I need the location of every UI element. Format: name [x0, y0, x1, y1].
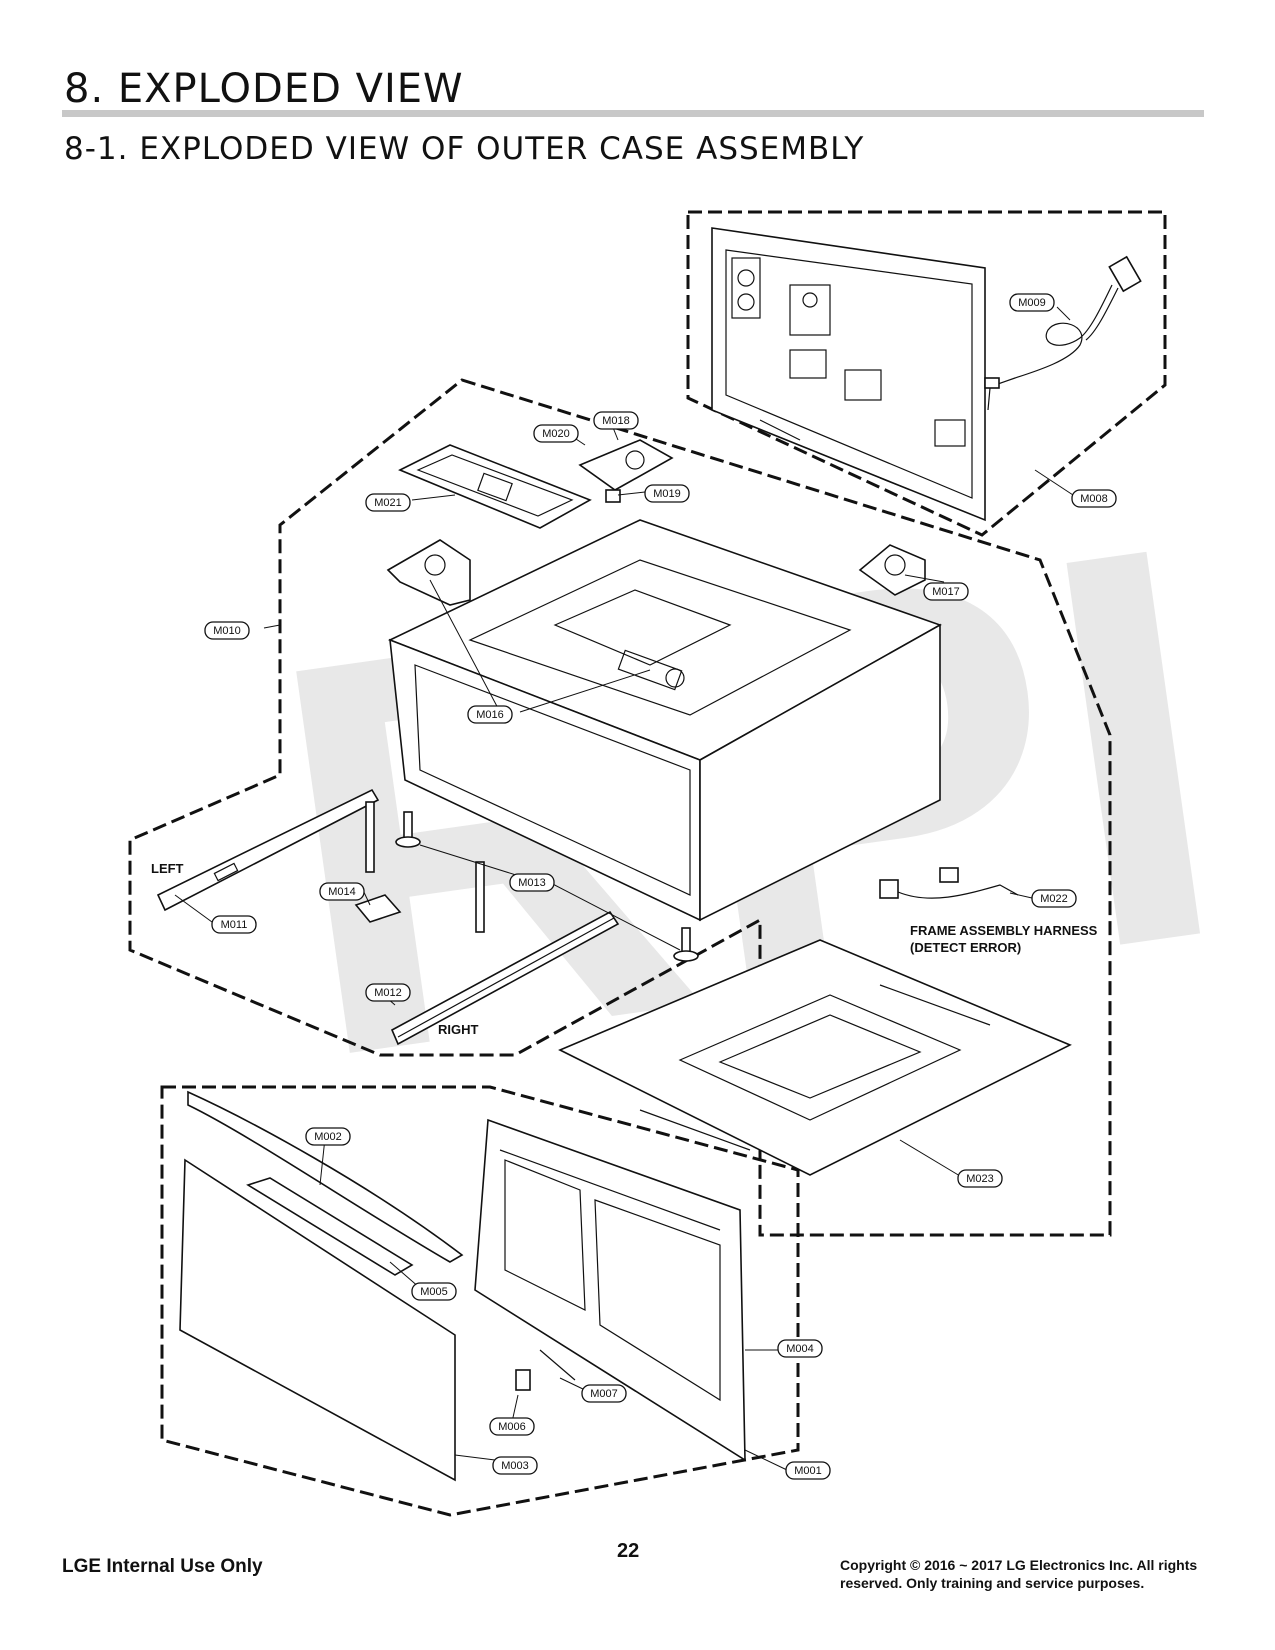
svg-text:M014: M014 [328, 886, 356, 898]
outer-case-part [387, 519, 942, 922]
svg-text:M008: M008 [1080, 493, 1108, 505]
callout-m021: M021 [365, 493, 411, 512]
svg-text:M019: M019 [653, 488, 681, 500]
callout-m002: M002 [305, 1127, 351, 1146]
svg-text:M006: M006 [498, 1421, 526, 1433]
svg-text:M016: M016 [476, 709, 504, 721]
svg-text:M021: M021 [374, 497, 402, 509]
callout-m008: M008 [1071, 489, 1117, 508]
svg-text:M022: M022 [1040, 893, 1068, 905]
svg-text:M020: M020 [542, 428, 570, 440]
small-parts [515, 1349, 576, 1391]
footer-internal-use: LGE Internal Use Only [62, 1556, 263, 1577]
callout-m023: M023 [957, 1169, 1003, 1188]
outer-case-group-boundary [128, 378, 1112, 1237]
page-number: 22 [617, 1540, 640, 1562]
callout-m018: M018 [593, 411, 639, 430]
bottom-plate-part [558, 939, 1072, 1176]
rear-cover-part [711, 227, 986, 522]
left-label: LEFT [151, 861, 184, 876]
bracket-left-part [386, 539, 471, 606]
front-panel-part [179, 1158, 456, 1482]
left-rail-part [156, 788, 380, 912]
svg-text:M001: M001 [794, 1465, 822, 1477]
inner-frame-part [474, 1118, 746, 1462]
panel-bracket-part [246, 1177, 414, 1276]
rear-cover-group-boundary [686, 210, 1167, 537]
callout-m014: M014 [319, 882, 365, 901]
svg-text:M012: M012 [374, 987, 402, 999]
harness-label-line1: FRAME ASSEMBLY HARNESS [910, 923, 1098, 938]
footer-copyright: Copyright © 2016 ~ 2017 LG Electronics I… [840, 1556, 1240, 1592]
svg-text:M007: M007 [590, 1388, 618, 1400]
top-grille-part [398, 444, 592, 529]
callout-m005: M005 [411, 1282, 457, 1301]
callout-m003: M003 [492, 1456, 538, 1475]
section-title: 8-1. EXPLODED VIEW OF OUTER CASE ASSEMBL… [64, 131, 865, 167]
right-rail-part [390, 910, 620, 1046]
callout-m004: M004 [777, 1339, 823, 1358]
handle-part [187, 1090, 464, 1263]
svg-text:M004: M004 [786, 1343, 814, 1355]
page-title: 8. EXPLODED VIEW [64, 66, 464, 112]
callout-m010: M010 [204, 621, 250, 640]
right-label: RIGHT [438, 1022, 479, 1037]
svg-text:M011: M011 [221, 919, 248, 931]
svg-text:M005: M005 [420, 1286, 448, 1298]
slide-bracket-parts [354, 801, 485, 933]
copyright-line-1: Copyright © 2016 ~ 2017 LG Electronics I… [840, 1557, 1198, 1573]
callout-m006: M006 [489, 1417, 535, 1436]
leveling-feet-parts [395, 811, 699, 962]
callout-m016: M016 [467, 705, 513, 724]
power-cord-part [984, 255, 1142, 411]
top-bracket-part [564, 432, 674, 503]
svg-text:M018: M018 [602, 415, 630, 427]
svg-text:M023: M023 [966, 1173, 994, 1185]
svg-text:M013: M013 [518, 877, 546, 889]
callout-m012: M012 [365, 983, 411, 1002]
callout-m022: M022 [1031, 889, 1077, 908]
svg-text:M009: M009 [1018, 297, 1046, 309]
harness-part [879, 867, 1019, 899]
svg-text:M003: M003 [501, 1460, 529, 1472]
front-panel-group-boundary [160, 1085, 800, 1517]
copyright-line-2: reserved. Only training and service purp… [840, 1575, 1145, 1591]
svg-text:M002: M002 [314, 1131, 342, 1143]
harness-label-line2: (DETECT ERROR) [910, 940, 1021, 955]
callout-m011: M011 [211, 915, 257, 934]
callout-m009: M009 [1009, 293, 1055, 312]
callout-m013: M013 [509, 873, 555, 892]
bracket-right-part [858, 544, 926, 596]
callout-m001: M001 [785, 1461, 831, 1480]
callout-m020: M020 [533, 424, 579, 443]
callout-m007: M007 [581, 1384, 627, 1403]
callout-m019: M019 [644, 484, 690, 503]
leader-lines [174, 306, 1074, 1471]
callout-m017: M017 [923, 582, 969, 601]
svg-text:M010: M010 [213, 625, 241, 637]
title-rule [62, 110, 1204, 117]
svg-text:M017: M017 [932, 586, 960, 598]
